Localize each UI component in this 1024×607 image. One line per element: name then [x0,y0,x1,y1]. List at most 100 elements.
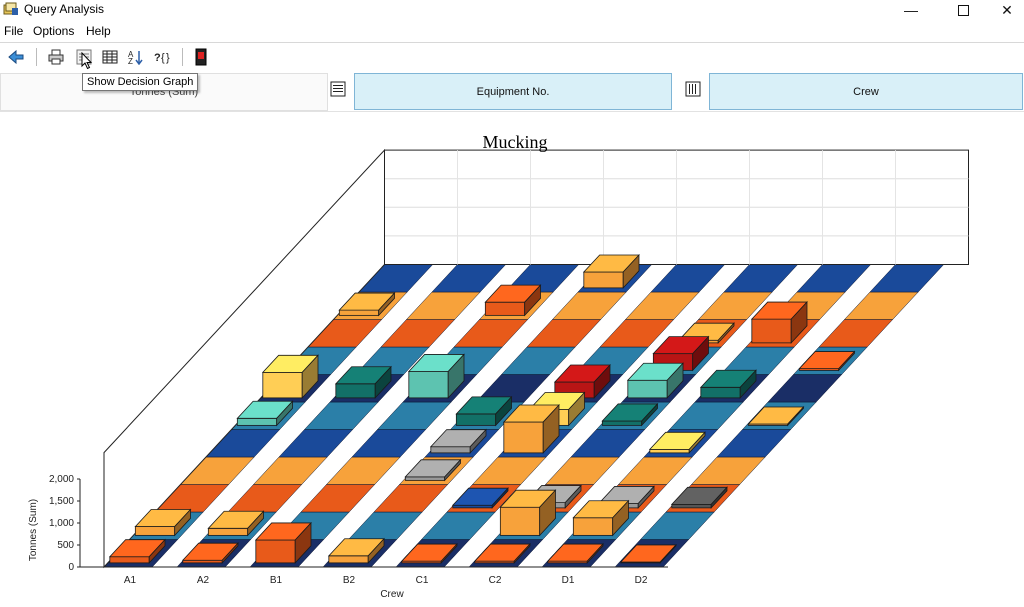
bar-front [627,379,668,399]
sort-icon: A Z [128,50,143,65]
svg-text:}: } [166,52,170,64]
bar-c2-d0 [473,543,531,564]
floor-stripe [420,511,496,540]
x-tick-label: B1 [270,575,283,586]
bar-front [499,506,541,536]
bar-front [236,417,278,426]
floor-stripe [869,264,945,293]
menu-options[interactable]: Options [33,24,75,38]
floor-stripe [300,484,376,513]
bar-a2-d1 [207,510,265,537]
bar-d2-d2 [670,486,728,509]
floor-stripe [818,319,894,348]
floor-stripe [347,511,423,540]
column-field-box[interactable]: Crew [709,73,1023,110]
floor-stripe [551,291,627,320]
floor-stripe [796,264,872,293]
bar-b1-d9 [484,284,542,317]
query-button[interactable]: ? { } [153,47,173,67]
bar-side [539,489,556,537]
field-selector-bar: Tonnes (Sum) Equipment No. Crew [0,71,1024,112]
floor-stripe [376,401,452,430]
column-field-toggle[interactable] [684,79,702,99]
y-tick-label: 1,500 [49,496,74,507]
bar-side [378,292,395,317]
close-button[interactable]: ✕ [984,0,1024,20]
bar-c1-d0 [400,543,458,564]
menu-help[interactable]: Help [86,24,111,38]
bar-b2-d10 [582,253,640,289]
bar-side [495,395,512,427]
floor-stripe [599,319,675,348]
bar-side [294,521,312,564]
bar-side [586,543,604,564]
maximize-button[interactable] [940,0,986,20]
floor-stripe [716,429,792,458]
bar-front [583,271,624,289]
bar-side [301,354,319,399]
sort-button[interactable]: A Z [126,47,146,67]
bar-a1-d9 [338,292,396,317]
bar-c2-d6 [626,362,684,399]
floor-stripe [227,484,303,513]
tooltip: Show Decision Graph [82,73,199,91]
print-button[interactable] [46,47,66,67]
bar-front [134,526,176,536]
chart-title: Mucking [483,132,548,152]
floor-stripe [380,319,456,348]
bar-side [717,322,735,344]
bar-side [148,538,166,564]
bar-c2-d1 [499,489,557,537]
toolbar-separator [36,48,37,66]
floor-stripe [570,429,646,458]
menu-file[interactable]: File [4,24,24,38]
y-tick-label: 1,000 [49,518,74,529]
bar-side [174,508,191,537]
menu-bar: File Options Help [0,22,1024,40]
mouse-cursor-icon [81,52,93,70]
bar-front [335,383,376,399]
bar-front [572,517,614,536]
svg-text:?: ? [154,52,161,64]
minimize-button[interactable]: — [888,0,934,20]
floor-stripe [252,456,328,485]
back-button[interactable] [6,47,26,67]
bar-side [568,391,585,427]
floor-stripe [303,401,379,430]
floor-stripe [668,401,744,430]
floor-stripe [351,429,427,458]
toolbar: A Z ? { } [0,42,1024,72]
bar-d1-d4 [648,431,706,454]
bar-front [408,371,449,399]
query-icon: ? { } [154,52,170,64]
print-icon [48,49,64,65]
bar-front [700,386,741,399]
grid-button[interactable] [100,47,120,67]
floor-stripe [617,456,693,485]
bar-a2-d0 [181,542,239,564]
bar-side [444,458,461,482]
bar-d1-d6 [699,369,757,399]
floor-stripe [453,319,529,348]
bar-d1-d0 [546,543,604,564]
bar-b1-d6 [407,353,465,399]
window-title: Query Analysis [24,2,105,16]
exit-button[interactable] [191,47,211,67]
bar-c1-d2 [451,487,509,509]
row-field-toggle[interactable] [329,79,347,99]
bar-front [503,421,544,454]
bar-front [671,503,712,509]
x-tick-label: D2 [635,575,648,586]
bar-side [612,499,629,537]
bar-front [207,527,249,536]
bar-d2-d0 [619,543,677,564]
bar-front [751,318,792,344]
row-field-box[interactable]: Equipment No. [354,73,672,110]
x-tick-label: C2 [489,575,502,586]
columns-icon [685,81,701,97]
svg-text:{: { [161,52,165,64]
bar-side [367,537,385,564]
bar-d2-d7 [798,350,856,372]
floor-stripe [405,291,481,320]
